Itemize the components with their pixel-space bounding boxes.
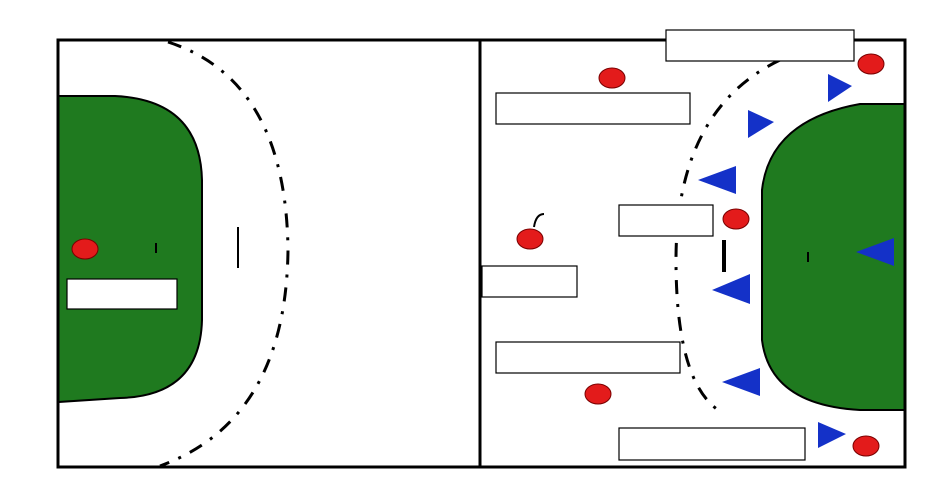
defenders [698,74,894,448]
attacker-player [722,208,750,230]
label-box-lower-mid [495,341,681,374]
attacker-player [852,435,880,457]
attacker-player [71,238,99,260]
label-box-left-mid [481,265,578,298]
defender-player [748,110,774,138]
defender-player [828,74,852,102]
defender-player [712,274,750,304]
label-box-bottom [618,427,806,461]
label-box-top-right [665,29,855,62]
right-free-throw-line [674,58,781,412]
attacker-player [516,228,544,250]
left-goal-area [57,95,203,404]
attacker-player [584,383,612,405]
defender-player [818,422,846,448]
defender-player [722,368,760,396]
label-box-left-goal [66,278,178,310]
attacker-player [598,67,626,89]
right-goal-area [761,103,906,411]
attackers [71,53,885,457]
attacker-player [857,53,885,75]
ball-mark [533,213,545,228]
defender-player [698,166,736,194]
label-box-center-small [618,204,714,237]
label-boxes [66,29,855,461]
label-box-upper-mid [495,92,691,125]
left-free-throw-line [159,40,290,468]
defender-player [856,238,894,266]
